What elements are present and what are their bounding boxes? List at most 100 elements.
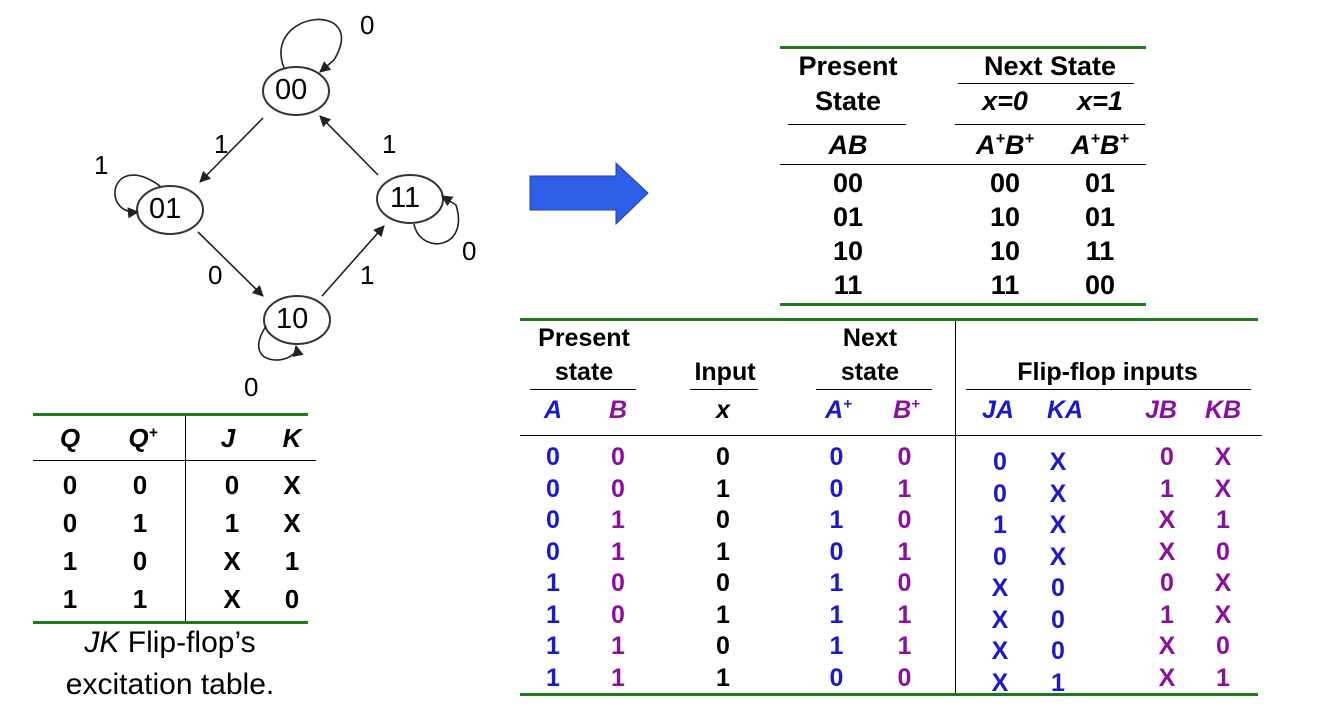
design-table-bottom-rule	[520, 693, 1258, 696]
design-a-cell: 0	[546, 537, 560, 566]
design-aplus-cell: 1	[829, 600, 844, 629]
excitation-j-cell: 0	[224, 470, 240, 500]
design-jb-cell: 0	[1160, 569, 1174, 597]
transform-arrow	[529, 161, 649, 226]
design-a-cell: 1	[546, 600, 560, 629]
design-ja-cell: 0	[993, 448, 1007, 476]
edge-label-10-self: 0	[244, 372, 259, 402]
excitation-q-cell: 0	[62, 470, 78, 500]
design-ka-cell: 0	[1051, 605, 1065, 634]
design-ja-cell: 0	[993, 542, 1007, 571]
design-b-cell: 0	[611, 474, 625, 503]
design-bplus-cell: 0	[897, 506, 912, 534]
design-col-a: A	[543, 396, 563, 424]
design-ff-underline	[966, 389, 1251, 390]
state-table-bottom-rule	[780, 303, 1146, 306]
edge-label-11-self: 0	[462, 236, 477, 266]
design-ja-cell: X	[991, 605, 1009, 634]
design-ka-cell: 1	[1051, 668, 1065, 697]
excitation-header-k: K	[282, 423, 302, 453]
state-table-present-header-line1: Present	[798, 51, 898, 81]
design-aplus-cell: 0	[829, 474, 844, 503]
state-table-x1-cell: 00	[1084, 270, 1116, 300]
excitation-j-cell: X	[223, 546, 241, 576]
excitation-caption-line2: excitation table.	[65, 668, 275, 701]
design-table-top-rule	[520, 318, 1258, 321]
state-11-label: 11	[390, 182, 421, 214]
design-x-cell: 1	[716, 474, 730, 503]
design-x-cell: 1	[716, 537, 730, 566]
design-aplus-cell: 0	[829, 443, 844, 471]
design-x-cell: 1	[716, 663, 730, 692]
design-a-cell: 1	[546, 632, 560, 660]
excitation-q-cell: 1	[62, 546, 78, 576]
design-bplus-cell: 1	[897, 537, 912, 566]
design-b-cell: 1	[611, 506, 625, 534]
design-ja-cell: 1	[993, 511, 1007, 539]
state-table-top-rule	[780, 46, 1146, 49]
design-kb-cell: 0	[1216, 537, 1230, 566]
design-x-cell: 0	[716, 443, 730, 471]
design-x-cell: 0	[716, 506, 730, 534]
design-bplus-cell: 0	[897, 443, 912, 471]
design-kb-cell: 1	[1216, 506, 1230, 534]
design-x-cell: 0	[716, 632, 730, 660]
state-table-present-cell: 00	[832, 168, 864, 198]
design-jb-cell: X	[1158, 506, 1176, 534]
edge-11-to-00	[319, 115, 379, 176]
design-kb-cell: 1	[1216, 663, 1230, 692]
edge-label-00-to-01: 1	[214, 129, 229, 159]
self-loop-01	[114, 174, 161, 219]
excitation-k-cell: 1	[284, 546, 300, 576]
design-ff-header: Flip-flop inputs	[1017, 358, 1198, 386]
design-a-cell: 1	[546, 663, 560, 692]
design-kb-cell: 0	[1216, 632, 1230, 660]
excitation-header-q: Q	[59, 423, 81, 453]
design-aplus-cell: 1	[829, 632, 844, 660]
design-kb-cell: X	[1214, 474, 1232, 503]
state-table-x1-cell: 01	[1084, 202, 1116, 232]
edge-label-10-to-11: 1	[360, 260, 375, 290]
design-jb-cell: X	[1158, 632, 1176, 660]
excitation-k-cell: X	[283, 508, 301, 538]
design-col-ka: KA	[1046, 396, 1084, 424]
design-aplus-cell: 1	[829, 506, 844, 534]
excitation-k-cell: X	[283, 470, 301, 500]
design-x-cell: 1	[716, 600, 730, 629]
design-ja-cell: X	[991, 637, 1009, 665]
design-col-x: x	[716, 396, 730, 424]
design-jb-cell: X	[1158, 537, 1176, 566]
design-jb-cell: 1	[1160, 600, 1174, 629]
design-col-bplus: B+	[893, 395, 920, 424]
design-bplus-cell: 0	[897, 569, 912, 597]
excitation-vertical-divider	[185, 416, 186, 623]
edge-label-01-to-10: 0	[208, 260, 223, 290]
state-table-x0-cell: 10	[989, 202, 1021, 232]
design-ka-cell: X	[1049, 448, 1067, 476]
state-table-present-header-line2: State	[814, 86, 882, 116]
excitation-qplus-cell: 0	[132, 470, 148, 500]
design-ka-cell: X	[1049, 511, 1067, 539]
design-aplus-cell: 0	[829, 663, 844, 692]
excitation-q-cell: 0	[62, 508, 78, 538]
state-table-present-cell: 10	[832, 236, 864, 266]
design-next-underline	[816, 389, 932, 390]
design-next-header-line2: state	[840, 358, 900, 386]
design-ka-cell: 0	[1051, 637, 1065, 665]
state-00-circle	[262, 66, 330, 116]
design-col-ja: JA	[982, 396, 1014, 424]
design-next-header-line1: Next	[842, 324, 898, 352]
design-b-cell: 1	[611, 663, 625, 692]
self-loop-10	[257, 325, 304, 361]
design-bplus-cell: 1	[897, 632, 912, 660]
excitation-q-cell: 1	[62, 584, 78, 614]
state-10-label: 10	[276, 303, 309, 335]
state-table-x0-cell: 00	[989, 168, 1021, 198]
excitation-caption-line1: JK Flip-flop’s	[84, 626, 256, 659]
state-01-label: 01	[149, 193, 182, 225]
excitation-header-rule	[33, 460, 316, 461]
excitation-table-top-rule	[33, 413, 308, 416]
design-ka-cell: X	[1049, 542, 1067, 571]
design-kb-cell: X	[1214, 569, 1232, 597]
edge-label-11-to-00: 1	[382, 129, 397, 159]
